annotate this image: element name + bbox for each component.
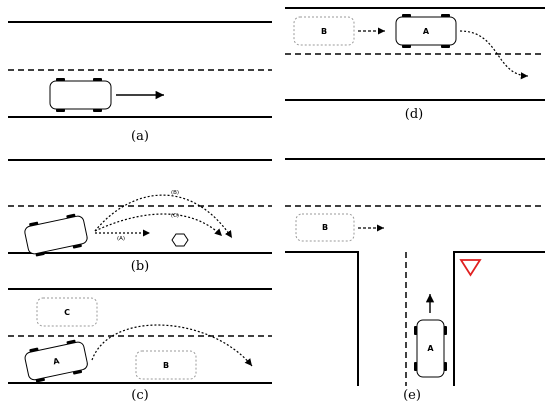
yield-sign-icon	[459, 259, 482, 277]
obstacle-hexagon	[171, 233, 189, 247]
car-c: C	[36, 297, 98, 327]
caption-b: (b)	[131, 259, 149, 274]
svg-text:B: B	[321, 27, 327, 36]
panel-a: (a)	[8, 21, 272, 144]
caption-d: (d)	[405, 107, 423, 122]
caption-e: (e)	[403, 388, 421, 403]
path-c-label: (C)	[171, 213, 179, 219]
svg-text:A: A	[52, 356, 61, 366]
road-corner-right	[453, 251, 545, 386]
car-a: A	[414, 319, 447, 378]
svg-text:A: A	[427, 344, 434, 353]
path-c-arrow	[94, 213, 223, 237]
road-corner-left	[285, 251, 359, 386]
panel-d: B A (d)	[285, 7, 545, 122]
path-b-label: (B)	[171, 190, 179, 196]
svg-text:B: B	[163, 361, 169, 370]
ego-car	[24, 213, 88, 257]
panel-e: B A (e)	[285, 158, 545, 403]
path-b-arrow	[94, 194, 233, 239]
path-a-label: (A)	[117, 236, 125, 242]
caption-c: (c)	[131, 388, 148, 403]
svg-text:B: B	[322, 223, 328, 232]
lane-change-arrow	[459, 30, 529, 80]
car-a: A	[395, 14, 457, 48]
car-b: B	[293, 16, 355, 46]
car-b: B	[295, 213, 355, 242]
panel-c: C A B (c)	[8, 288, 272, 403]
ego-car	[49, 78, 112, 112]
svg-text:A: A	[423, 27, 430, 36]
caption-a: (a)	[131, 129, 149, 144]
overtake-arrow	[91, 324, 253, 367]
car-b: B	[135, 350, 197, 380]
svg-text:C: C	[64, 308, 70, 317]
car-a: A	[24, 339, 88, 383]
panel-b: (B) (C) (A) (b)	[8, 159, 272, 274]
